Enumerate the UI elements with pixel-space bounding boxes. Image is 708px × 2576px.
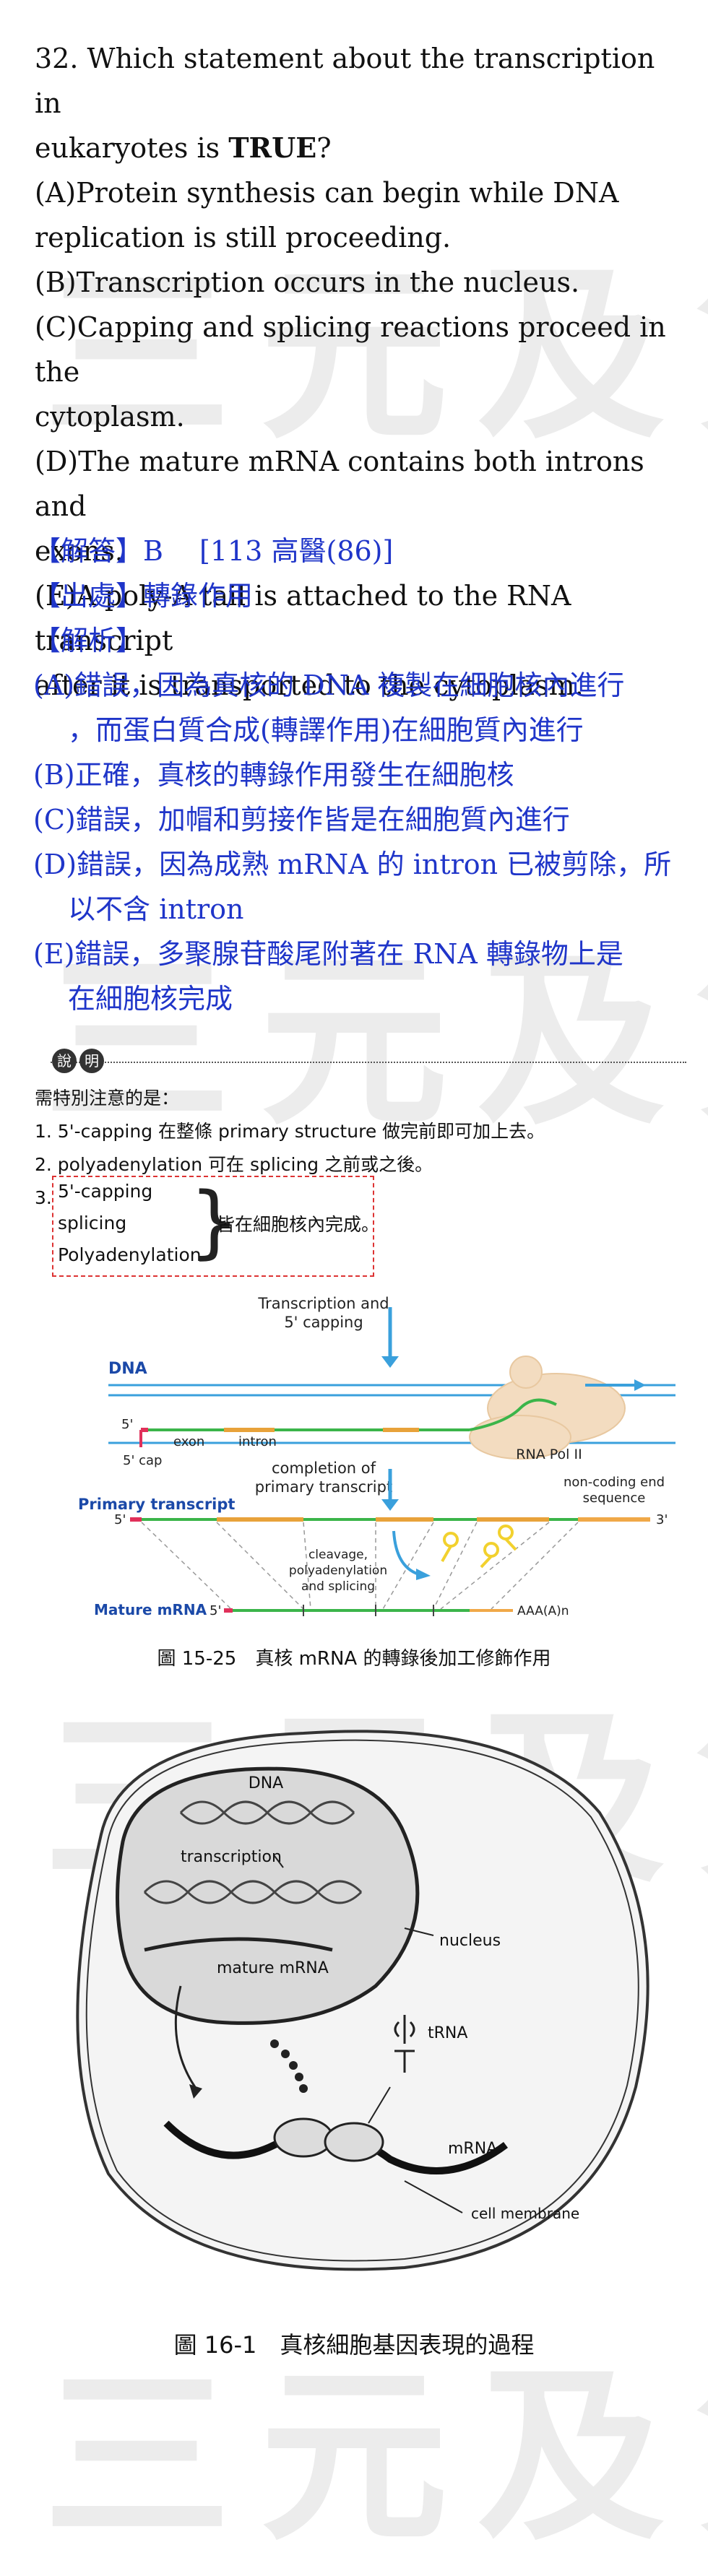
- option-c-line1: (C)Capping and splicing reactions procee…: [35, 311, 666, 388]
- explain-badge-2: 明: [79, 1049, 104, 1073]
- label-3-prime-b: 3': [656, 1512, 668, 1527]
- label-intron: intron: [238, 1434, 277, 1449]
- option-a-line2: replication is still proceeding.: [35, 222, 452, 253]
- export-arrow-icon: [174, 1985, 197, 2088]
- figure-16-1: DNA transcription mature mRNA nucleus tR…: [76, 1730, 649, 2271]
- label-mature-mrna: mature mRNA: [217, 1959, 329, 1977]
- label-trna: tRNA: [428, 2024, 467, 2042]
- figure-16-1-caption: 圖 16-1 真核細胞基因表現的過程: [173, 2331, 535, 2359]
- note-3-items: 5'-capping splicing Polyadenylation: [58, 1176, 202, 1271]
- label-polyadenylation: polyadenylation: [289, 1564, 387, 1578]
- label-primary: Primary transcript: [78, 1496, 235, 1513]
- note-1: 1. 5'-capping 在整條 primary structure 做完前即…: [35, 1121, 545, 1142]
- analysis-a-line1: (A)錯誤，因為真核的 DNA 複製在細胞核內進行: [33, 669, 625, 701]
- option-d-line2: exons.: [35, 535, 124, 567]
- label-transcription: Transcription and: [257, 1295, 389, 1312]
- note-3-box: [52, 1176, 374, 1277]
- analysis-e-line2: 在細胞核完成: [68, 983, 233, 1015]
- explanation-divider: [51, 1062, 686, 1063]
- label-noncoding: non-coding end: [564, 1475, 665, 1490]
- notes-intro: 需特別注意的是：: [35, 1088, 180, 1109]
- label-completion: completion of: [272, 1460, 376, 1477]
- label-primary-transcript: primary transcript: [255, 1478, 392, 1496]
- note-2: 2. polyadenylation 可在 splicing 之前或之後。: [35, 1154, 433, 1175]
- label-dna: DNA: [249, 1774, 283, 1792]
- watermark-2: 三元及第: [43, 933, 708, 1151]
- analysis-c: (C)錯誤，加帽和剪接作皆是在細胞質內進行: [33, 804, 570, 836]
- label-dna: DNA: [108, 1360, 147, 1378]
- answer-line: 【解答】B [113 高醫(86)]: [33, 535, 394, 567]
- brace-icon: }: [189, 1175, 240, 1267]
- box-item-polyadenylation: Polyadenylation: [58, 1244, 202, 1265]
- option-c-line2: cytoplasm.: [35, 401, 185, 433]
- figure-15-25: Transcription and 5' capping DNA RNA Pol…: [78, 1295, 675, 1618]
- label-mature: Mature mRNA: [94, 1601, 207, 1618]
- label-nucleus: nucleus: [439, 1932, 501, 1950]
- explain-badge-1: 說: [52, 1049, 77, 1073]
- label-noncoding-seq: sequence: [583, 1491, 646, 1506]
- watermark-1: 三元及第: [43, 247, 708, 465]
- label-rna-pol: RNA Pol II: [516, 1447, 582, 1462]
- box-item-capping: 5'-capping: [58, 1181, 153, 1202]
- label-5-prime-b: 5': [114, 1512, 126, 1527]
- explanation-notes: 需特別注意的是： 1. 5'-capping 在整條 primary struc…: [35, 1082, 545, 1215]
- label-5-capping: 5' capping: [284, 1314, 363, 1331]
- label-poly-a: AAA(A)n: [517, 1604, 569, 1618]
- mature-mrna-strand: [144, 1937, 333, 1952]
- question-stem-line2: eukaryotes is TRUE?: [35, 131, 332, 164]
- label-5-prime-c: 5': [210, 1603, 221, 1618]
- analysis-b: (B)正確，真核的轉錄作用發生在細胞核: [33, 759, 514, 791]
- analysis-a-line2: ，而蛋白質合成(轉譯作用)在細胞質內進行: [68, 714, 584, 746]
- option-d-line1: (D)The mature mRNA contains both introns…: [35, 446, 644, 522]
- label-cleavage: cleavage,: [308, 1548, 368, 1562]
- answer-block: 【解答】B [113 高醫(86)] 【出處】轉錄作用 【解析】 (A)錯誤，因…: [33, 529, 683, 1021]
- amino-acid-chain: [270, 2039, 308, 2093]
- box-item-splicing: splicing: [58, 1213, 127, 1233]
- dna-helix: [143, 1800, 363, 1904]
- question-stem-line1: 32. Which statement about the transcript…: [35, 43, 655, 119]
- source-line: 【出處】轉錄作用: [33, 580, 254, 612]
- note-3-number: 3.: [35, 1187, 52, 1208]
- analysis-d-line2: 以不含 intron: [68, 893, 244, 925]
- trna-icon: [394, 2015, 415, 2073]
- label-and-splicing: and splicing: [301, 1579, 375, 1594]
- analysis-d-line1: (D)錯誤，因為成熟 mRNA 的 intron 已被剪除，所: [33, 849, 672, 880]
- option-e-line1: (E)A poly-A tail is attached to the RNA …: [35, 580, 571, 656]
- label-mrna: mRNA: [448, 2140, 497, 2158]
- figure-15-25-caption: 圖 15-25 真核 mRNA 的轉錄後加工修飾作用: [157, 1648, 551, 1670]
- ribosome-icons: [273, 2117, 384, 2162]
- option-a-line1: (A)Protein synthesis can begin while DNA: [35, 177, 619, 209]
- question-block: 32. Which statement about the transcript…: [35, 36, 670, 708]
- true-emphasis: TRUE: [228, 131, 317, 164]
- arrow-head-icon: [381, 1356, 399, 1368]
- label-cell-membrane: cell membrane: [471, 2205, 579, 2222]
- label-exon: exon: [173, 1434, 204, 1449]
- label-5-prime-a: 5': [121, 1417, 133, 1432]
- label-transcription: transcription: [181, 1848, 282, 1866]
- analysis-label: 【解析】: [33, 625, 144, 656]
- option-e-line2: after it is transported to the cytoplasm…: [35, 669, 584, 701]
- nucleus: [116, 1766, 420, 2025]
- arrow-right-icon: [416, 1569, 431, 1580]
- label-5-cap: 5' cap: [123, 1453, 162, 1468]
- intron-lariat-icons: [441, 1525, 517, 1569]
- arrow-down-icon: [381, 1499, 399, 1511]
- box-note: 皆在細胞核內完成。: [217, 1214, 380, 1235]
- option-b: (B)Transcription occurs in the nucleus.: [35, 266, 580, 298]
- analysis-e-line1: (E)錯誤，多聚腺苷酸尾附著在 RNA 轉錄物上是: [33, 938, 623, 970]
- splicing-guides: [141, 1522, 579, 1610]
